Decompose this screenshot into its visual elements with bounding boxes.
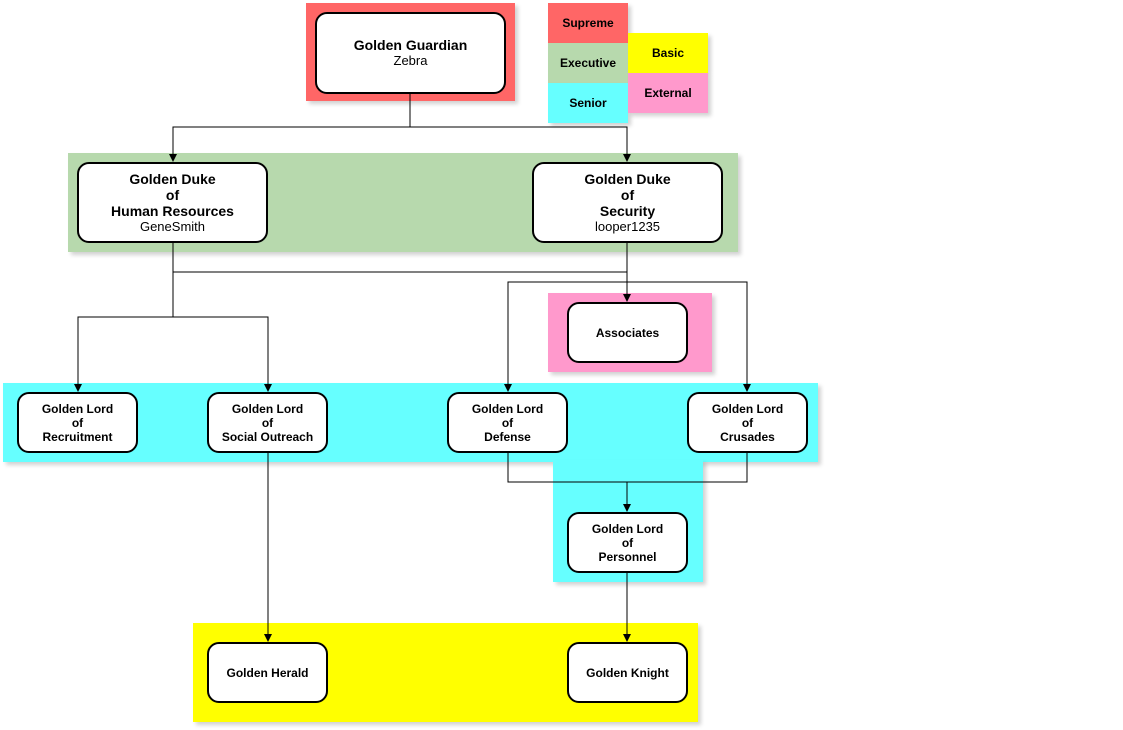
lord-personnel-line3: Personnel [598, 549, 657, 564]
duke-security-title-line3: Security [599, 202, 656, 219]
edge-duke-security-to-defense [504, 281, 627, 392]
edge-duke-hr-to-associates [173, 271, 631, 302]
lord-defense-line1: Golden Lord [471, 401, 544, 416]
duke-hr-title-line3: Human Resources [111, 202, 234, 219]
golden-herald-title: Golden Herald [226, 665, 309, 680]
lord-personnel-line1: Golden Lord [591, 521, 664, 536]
legend-basic: Basic [628, 33, 708, 73]
lord-recruitment-node[interactable]: Golden Lord of Recruitment [17, 392, 138, 453]
legend-supreme: Supreme [548, 3, 628, 43]
associates-node[interactable]: Associates [567, 302, 688, 363]
lord-defense-line2: of [501, 415, 514, 430]
edge-guardian-to-duke-security [410, 126, 631, 162]
lord-crusades-line3: Crusades [720, 429, 775, 444]
duke-security-title-line1: Golden Duke [584, 170, 671, 187]
legend-external: External [628, 73, 708, 113]
duke-hr-title-line1: Golden Duke [129, 170, 216, 187]
lord-social-line3: Social Outreach [221, 429, 314, 444]
duke-security-holder: looper1235 [594, 218, 661, 234]
edge-duke-security-to-crusades [627, 281, 751, 392]
senior-band [3, 383, 818, 462]
legend-supreme-label: Supreme [562, 16, 614, 30]
legend-executive: Executive [548, 43, 628, 83]
edge-duke-hr-to-recruitment [74, 243, 174, 392]
lord-crusades-node[interactable]: Golden Lord of Crusades [687, 392, 808, 453]
legend-basic-label: Basic [651, 46, 685, 60]
golden-herald-node[interactable]: Golden Herald [207, 642, 328, 703]
legend-external-label: External [644, 86, 692, 100]
edge-duke-hr-to-social [173, 316, 272, 392]
lord-social-line2: of [261, 415, 274, 430]
golden-guardian-holder: Zebra [393, 53, 428, 68]
lord-defense-line3: Defense [484, 429, 531, 444]
lord-recruitment-line3: Recruitment [42, 429, 113, 444]
golden-knight-node[interactable]: Golden Knight [567, 642, 688, 703]
golden-guardian-node[interactable]: Golden Guardian Zebra [315, 12, 506, 94]
golden-duke-hr-node[interactable]: Golden Duke of Human Resources GeneSmith [77, 162, 268, 243]
edge-crusades-to-personnel [627, 453, 748, 483]
duke-hr-title-line2: of [165, 186, 180, 203]
lord-crusades-line1: Golden Lord [711, 401, 784, 416]
duke-security-title-line2: of [620, 186, 635, 203]
golden-duke-security-node[interactable]: Golden Duke of Security looper1235 [532, 162, 723, 243]
legend-executive-label: Executive [559, 56, 617, 70]
lord-personnel-node[interactable]: Golden Lord of Personnel [567, 512, 688, 573]
lord-social-line1: Golden Lord [231, 401, 304, 416]
lord-recruitment-line2: of [71, 415, 84, 430]
golden-guardian-title: Golden Guardian [353, 37, 468, 53]
lord-crusades-line2: of [741, 415, 754, 430]
edge-guardian-to-duke-hr [169, 93, 411, 162]
duke-hr-holder: GeneSmith [139, 218, 206, 234]
legend-senior-label: Senior [569, 96, 607, 110]
lord-recruitment-line1: Golden Lord [41, 401, 114, 416]
golden-knight-title: Golden Knight [586, 665, 669, 680]
legend-senior: Senior [548, 83, 628, 123]
lord-personnel-line2: of [621, 535, 634, 550]
edge-defense-to-personnel [507, 453, 631, 512]
lord-defense-node[interactable]: Golden Lord of Defense [447, 392, 568, 453]
lord-social-outreach-node[interactable]: Golden Lord of Social Outreach [207, 392, 328, 453]
associates-title: Associates [595, 325, 660, 340]
